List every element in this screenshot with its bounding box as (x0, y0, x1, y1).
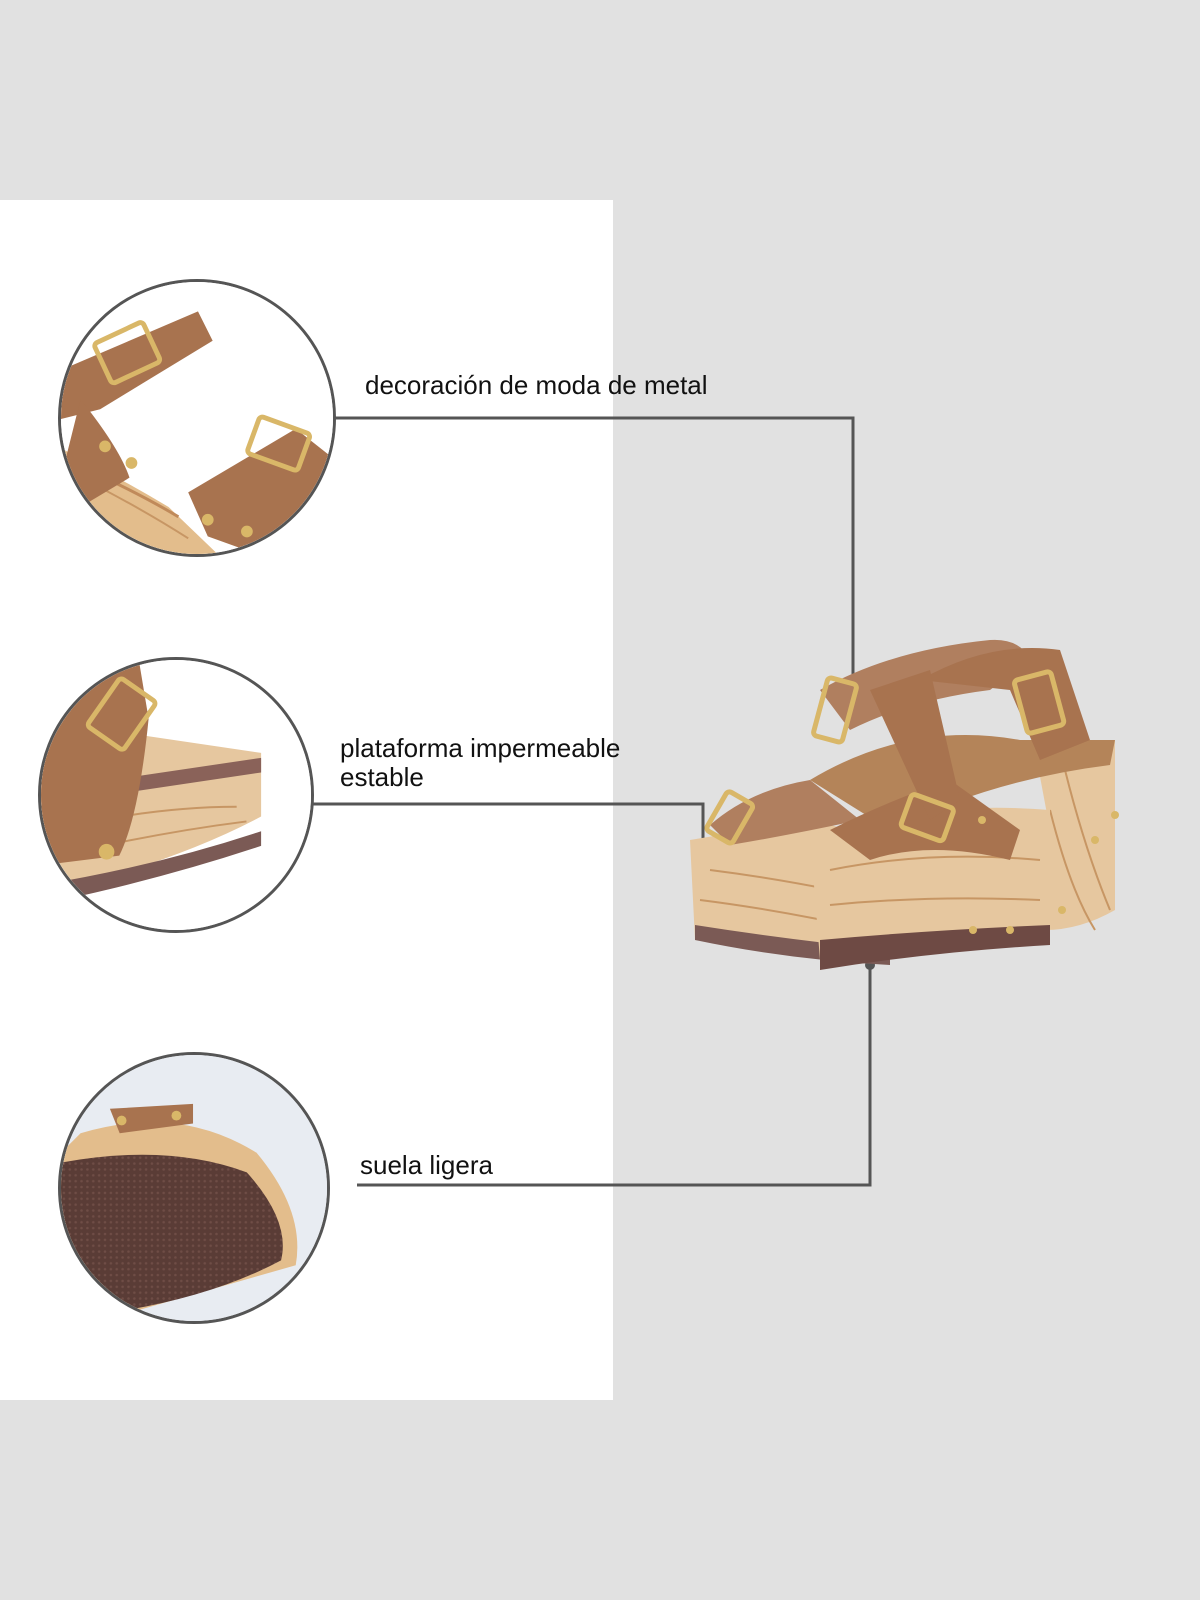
product-image-sandals (690, 630, 1150, 975)
feature-label-stable-platform: plataforma impermeable estable (340, 733, 621, 792)
detail-circle-outsole (58, 1052, 330, 1324)
platform-icon (41, 660, 311, 930)
detail-circle-buckle (58, 279, 336, 557)
feature-label-metal-decoration: decoración de moda de metal (365, 370, 708, 400)
detail-circle-platform (38, 657, 314, 933)
buckle-icon (61, 282, 333, 554)
feature-label-light-sole: suela ligera (360, 1150, 493, 1180)
sandal-pair-icon (690, 639, 1119, 970)
sole-icon (61, 1055, 327, 1321)
